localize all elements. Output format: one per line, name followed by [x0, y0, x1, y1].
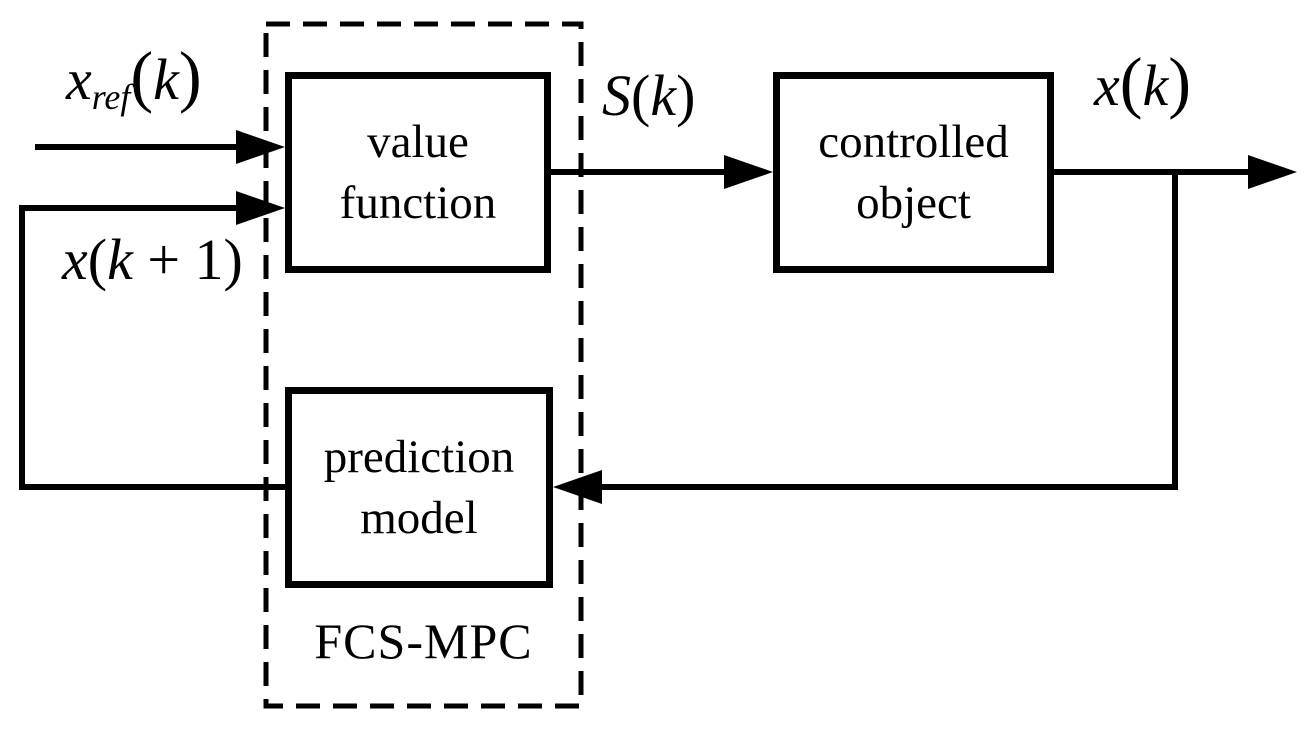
xnext-base: x [62, 227, 88, 292]
xnext-arg: k [107, 227, 133, 292]
sk-base: S [602, 63, 631, 128]
value-function-label: value function [339, 116, 497, 229]
fcs-mpc-group-border [263, 21, 584, 709]
controlled-object-label: controlled object [818, 116, 1009, 229]
xnext-tail: + 1 [132, 227, 224, 292]
controlled-object-block: controlled object [773, 72, 1054, 273]
prediction-model-block: prediction model [285, 387, 553, 588]
xk-arg: k [1142, 53, 1169, 118]
xref-subscript: ref [91, 77, 131, 118]
xref-open-paren: ( [130, 38, 154, 114]
signal-label-xk: x(k) [1094, 48, 1191, 119]
prediction-model-label: prediction model [323, 431, 515, 544]
xnext-close-paren: ) [223, 227, 243, 292]
xk-output-arrowhead [1248, 155, 1297, 189]
xk-feedback-line [598, 172, 1178, 490]
signal-label-xref: xref(k) [66, 42, 202, 115]
sk-open-paren: ( [631, 63, 651, 128]
value-function-block: value function [285, 72, 551, 273]
fcs-mpc-group-label: FCS-MPC [314, 613, 533, 669]
xref-base: x [66, 47, 92, 112]
xref-close-paren: ) [178, 38, 202, 114]
sk-arg: k [650, 63, 677, 128]
signal-label-sk: S(k) [602, 62, 695, 129]
xk-open-paren: ( [1119, 44, 1143, 120]
sk-arrowhead [724, 155, 773, 189]
xref-input-arrowhead [236, 130, 285, 164]
xref-arg: k [153, 47, 179, 112]
feedback-left-rail-line [19, 205, 285, 490]
sk-close-paren: ) [676, 63, 696, 128]
xk-close-paren: ) [1168, 44, 1192, 120]
xk-base: x [1094, 53, 1120, 118]
xnext-input-arrowhead [236, 191, 285, 225]
signal-label-xnext: x(k + 1) [62, 226, 243, 293]
prediction-input-arrowhead [553, 470, 602, 504]
xnext-open-paren: ( [87, 227, 108, 292]
